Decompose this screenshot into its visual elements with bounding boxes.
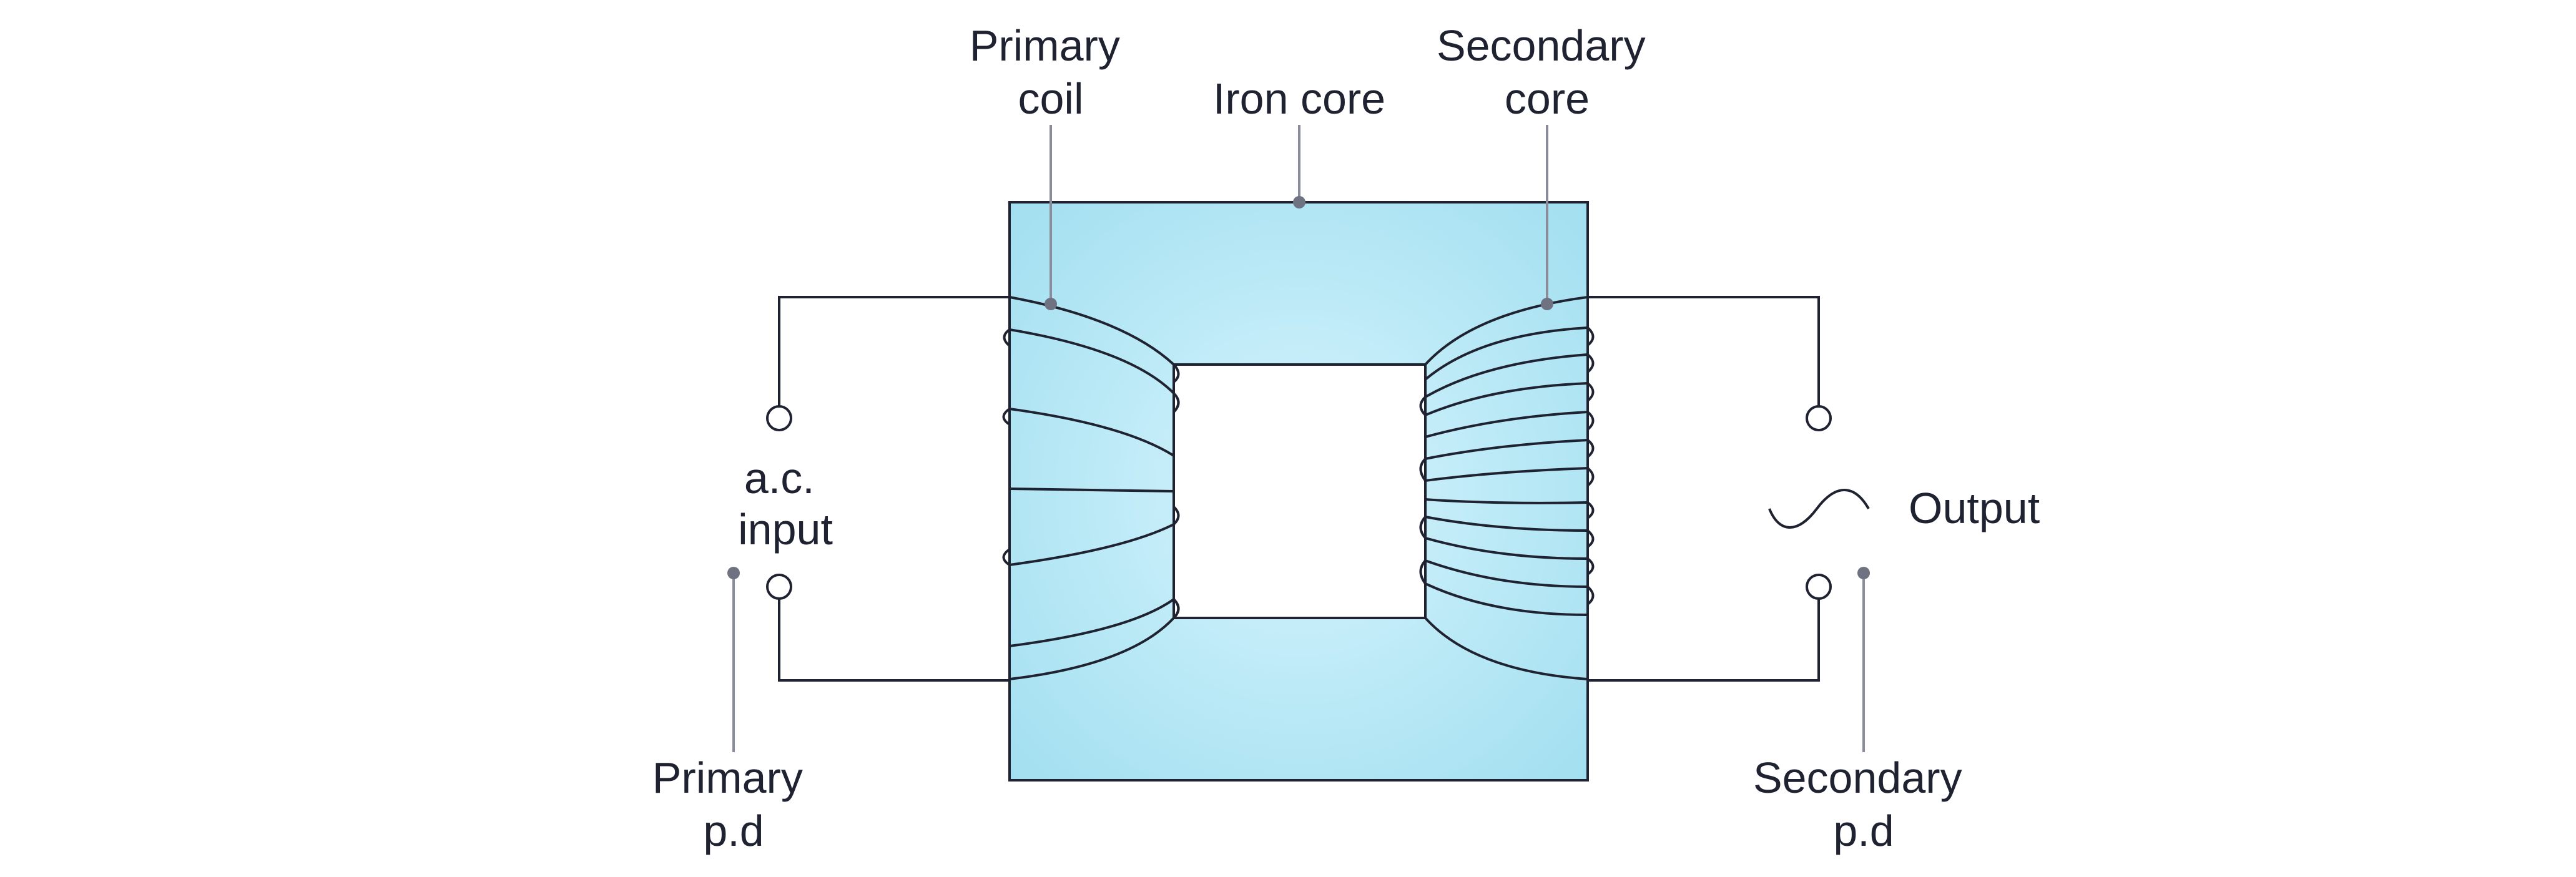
label-primary-pd: Primary p.d (652, 753, 815, 855)
primary-coil-back-turns (1002, 328, 1180, 619)
label-secondary-pd: Secondary p.d (1753, 753, 1974, 855)
primary-terminal-top (766, 405, 792, 431)
label-primary-coil: Primary coil (970, 21, 1133, 123)
leader-primary-coil (1045, 125, 1057, 310)
secondary-coil (1425, 296, 1588, 680)
secondary-terminal-bottom (1806, 574, 1832, 600)
primary-wire-bottom (778, 598, 1010, 682)
primary-terminal-bottom (766, 574, 792, 600)
ac-sine-icon (1768, 489, 1870, 529)
primary-wire-top (778, 296, 1010, 407)
leader-iron-core (1293, 125, 1305, 208)
secondary-wire-bottom (1588, 598, 1820, 682)
label-output: Output (1909, 484, 2040, 532)
secondary-wire-top (1588, 296, 1820, 407)
secondary-terminal-top (1806, 405, 1832, 431)
leader-primary-pd (727, 567, 740, 752)
label-secondary-core: Secondary core (1437, 21, 1658, 123)
secondary-coil-back-turns (1419, 326, 1595, 605)
label-ac-input: a.c. input (738, 454, 833, 554)
leader-secondary-core (1541, 125, 1553, 310)
primary-coil (1010, 296, 1174, 680)
leader-secondary-pd (1857, 567, 1870, 752)
label-iron-core: Iron core (1213, 74, 1385, 123)
